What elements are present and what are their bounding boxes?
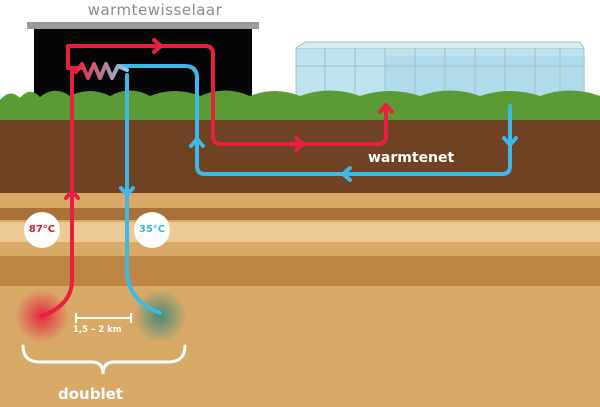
heat-exchanger-coil-icon (74, 62, 129, 80)
cold-temperature-badge: 35°C (134, 212, 170, 248)
arrow-left-icon (341, 166, 352, 182)
arrow-down-icon (502, 136, 518, 147)
sand-band-brown (0, 256, 600, 286)
hot-temperature-badge: 87°C (24, 212, 60, 248)
doublet-brace (21, 344, 187, 375)
arrow-up-icon (64, 189, 80, 200)
arrow-up-icon (378, 103, 394, 114)
hot-pipe (40, 44, 388, 318)
grass (0, 90, 600, 120)
arrow-right-icon (152, 38, 163, 54)
cold-pipe (118, 64, 512, 315)
distance-label: 1,5 – 2 km (73, 325, 122, 335)
topsoil-layer (0, 115, 600, 193)
arrow-down-icon (119, 186, 135, 197)
building-roof (27, 22, 259, 29)
heat-network-label: warmtenet (368, 150, 455, 166)
doublet-label: doublet (58, 385, 123, 403)
distance-scale-bar (75, 313, 132, 323)
sand-band-light (0, 222, 600, 242)
sand-band-dark (0, 208, 600, 220)
arrow-right-icon (294, 136, 305, 152)
cold-reservoir (133, 289, 187, 343)
heat-exchanger-label: warmtewisselaar (87, 1, 223, 19)
arrow-up-icon (189, 137, 205, 148)
